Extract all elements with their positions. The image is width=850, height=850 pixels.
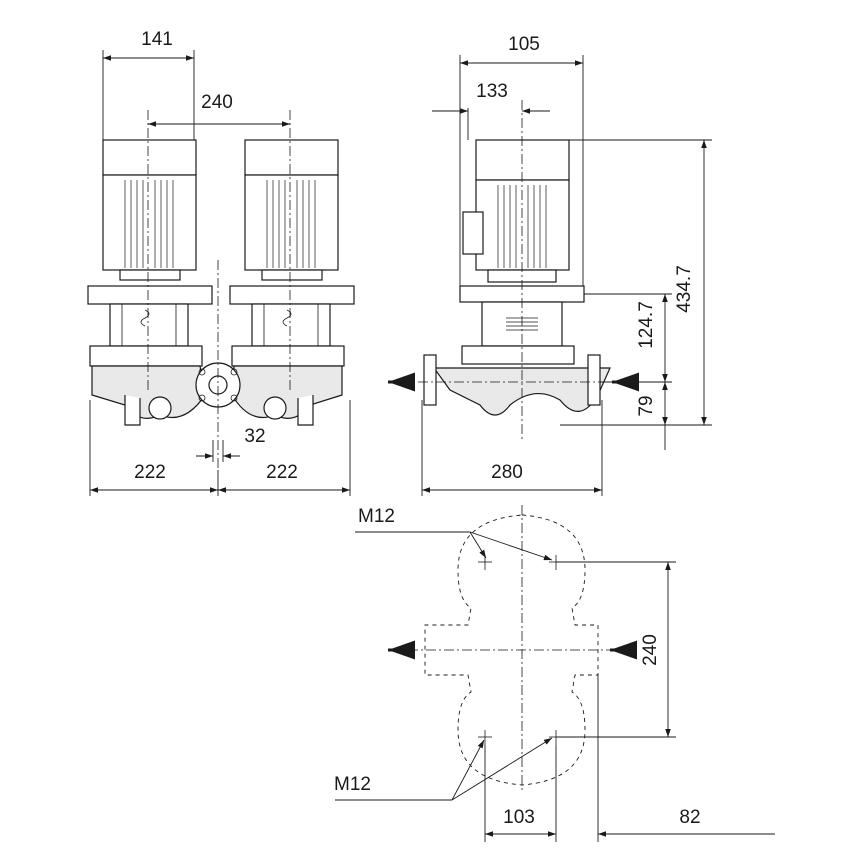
left-motor	[87, 139, 213, 347]
terminal-box	[462, 211, 484, 255]
dim-434-7-label: 434.7	[674, 265, 695, 313]
dim-124-7-label: 124.7	[636, 301, 657, 349]
dim-105-label: 105	[508, 34, 540, 55]
front-view: 141 240 32 222 222	[87, 29, 355, 496]
dim-32-label: 32	[244, 426, 265, 447]
m12-top-label: M12	[358, 506, 395, 527]
dim-103-label: 103	[503, 807, 535, 828]
dim-133-label: 133	[476, 81, 508, 102]
side-view: 105 133 434.7 124.7 79 280	[388, 34, 712, 496]
dim-280-label: 280	[491, 462, 523, 483]
dim-222-right-label: 222	[266, 462, 298, 483]
twin-pump-housing	[89, 345, 345, 426]
dim-141-label: 141	[141, 29, 173, 50]
dim-222-left-label: 222	[134, 462, 166, 483]
dim-82-label: 82	[679, 807, 700, 828]
right-motor	[229, 139, 355, 347]
dim-79-label: 79	[636, 395, 657, 416]
m12-bottom-label: M12	[334, 774, 371, 795]
dim-240-front-label: 240	[201, 92, 233, 113]
plan-view: M12 M12 240 103 82	[334, 505, 775, 842]
dim-240-plan-label: 240	[640, 634, 661, 666]
